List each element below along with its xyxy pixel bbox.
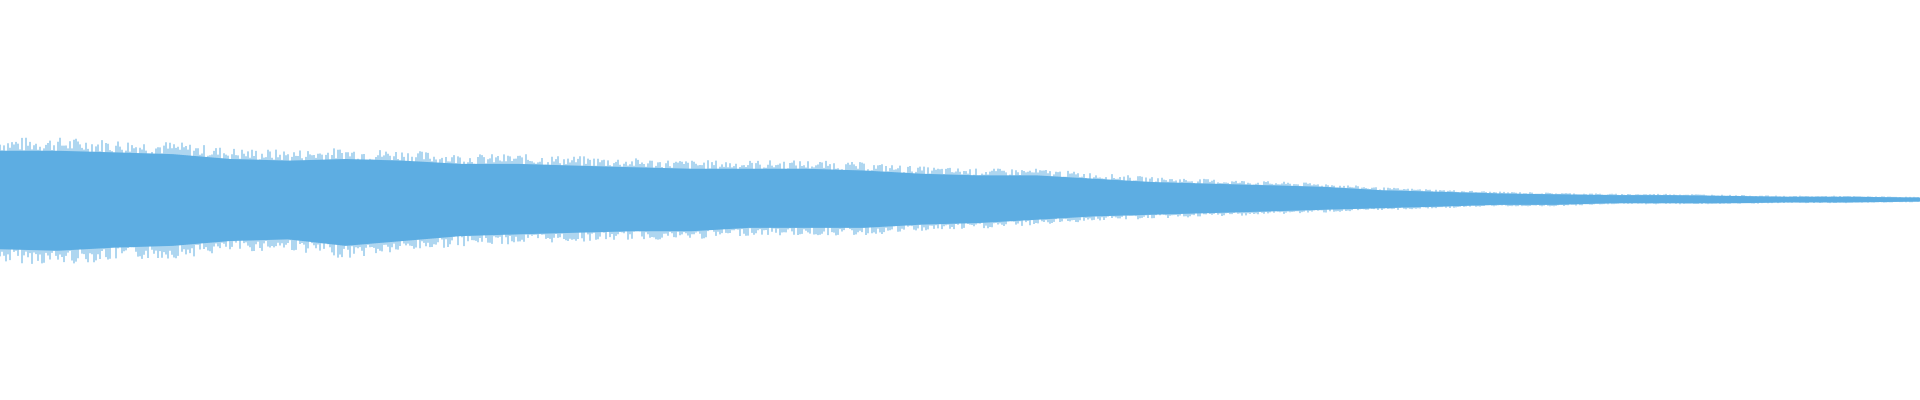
waveform-samples bbox=[0, 137, 1919, 264]
waveform-spikes bbox=[0, 137, 1919, 264]
